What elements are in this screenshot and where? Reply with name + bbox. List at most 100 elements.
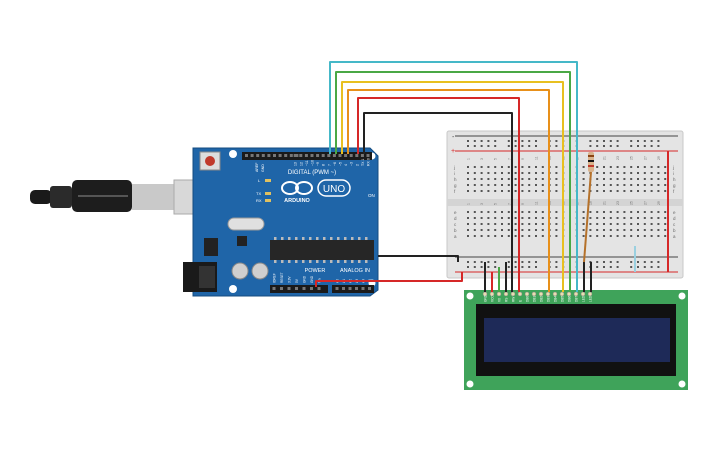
header-pin[interactable] (295, 154, 299, 157)
lcd-pin[interactable] (538, 291, 544, 297)
on-label: ON (368, 193, 375, 198)
header-pin[interactable] (250, 154, 254, 157)
digital-pin[interactable] (344, 154, 348, 157)
lcd-pin[interactable] (580, 291, 586, 297)
digital-pin[interactable] (321, 154, 325, 157)
digital-pin[interactable] (349, 154, 353, 157)
row-letter: a (454, 234, 457, 239)
lcd-pin[interactable] (566, 291, 572, 297)
power-pin[interactable] (272, 287, 276, 290)
usb-cable[interactable] (30, 179, 219, 215)
status-leds: L TX RX (256, 178, 271, 203)
digital-pin[interactable] (366, 154, 370, 157)
digital-pin[interactable] (327, 154, 331, 157)
jumper-wire[interactable] (583, 171, 592, 263)
header-pin[interactable] (289, 154, 293, 157)
analog-pin[interactable] (355, 287, 358, 290)
column-number: 19 (589, 201, 593, 205)
lcd-pin[interactable] (517, 291, 523, 297)
lcd-pin[interactable] (496, 291, 502, 297)
digital-pin[interactable] (332, 154, 336, 157)
digital-pin[interactable] (355, 154, 359, 157)
analog-pin[interactable] (342, 287, 345, 290)
digital-pin-label: 8 (322, 164, 326, 166)
analog-pin[interactable] (368, 287, 371, 290)
lcd-pin-label: E (518, 300, 522, 302)
power-pin[interactable] (287, 287, 291, 290)
lcd-pin[interactable] (573, 291, 579, 297)
lcd-pin[interactable] (531, 291, 537, 297)
wires[interactable] (315, 61, 669, 292)
power-pin-label: RESET (280, 272, 284, 283)
analog-pin[interactable] (335, 287, 339, 290)
lcd-pin[interactable] (552, 291, 558, 297)
lcd-pin[interactable] (524, 291, 530, 297)
power-pin[interactable] (280, 287, 283, 290)
row-letter: f (454, 189, 456, 194)
power-pin[interactable] (295, 287, 298, 290)
digital-pin[interactable] (310, 154, 314, 157)
lcd-pin[interactable] (510, 291, 516, 297)
jumper-wire[interactable] (329, 61, 578, 292)
digital-pin[interactable] (304, 154, 308, 157)
header-pin[interactable] (256, 154, 260, 157)
column-number: 3 (480, 203, 484, 205)
column-number: 11 (535, 201, 539, 205)
lcd-pin-label: DB2 (539, 296, 543, 302)
digital-pin-label: ~11 (305, 160, 309, 166)
header-pin[interactable] (261, 154, 265, 157)
header-pin[interactable] (267, 154, 271, 157)
row-letter: j (672, 165, 674, 170)
column-number: 21 (603, 201, 607, 205)
lcd-pin[interactable] (587, 291, 593, 297)
svg-text:RX: RX (256, 198, 262, 203)
lcd-screen (484, 318, 670, 362)
lcd-pin[interactable] (545, 291, 551, 297)
power-pin[interactable] (302, 287, 306, 290)
power-pin[interactable] (317, 287, 321, 290)
jumper-wire[interactable] (357, 97, 520, 292)
lcd-pin-label: GND (483, 294, 487, 302)
jumper-wire[interactable] (347, 89, 550, 292)
jumper-wire[interactable] (378, 255, 459, 262)
column-number: 27 (643, 156, 647, 160)
digital-pin[interactable] (316, 154, 320, 157)
digital-header-label: DIGITAL (PWM ~) (288, 170, 336, 176)
digital-pin[interactable] (299, 154, 303, 157)
lcd-pin-label: DB5 (560, 296, 564, 302)
row-letter: f (673, 189, 675, 194)
row-letter: j (453, 165, 455, 170)
column-number: 23 (616, 156, 620, 160)
row-letter: i (454, 171, 455, 176)
column-number: 11 (535, 156, 539, 160)
jumper-wire[interactable] (363, 112, 513, 292)
lcd-pin[interactable] (559, 291, 565, 297)
analog-pin[interactable] (348, 287, 352, 290)
jumper-wire[interactable] (341, 81, 564, 292)
header-pin[interactable] (273, 154, 276, 157)
analog-pin[interactable] (361, 287, 365, 290)
digital-pin-label: 4 (344, 164, 348, 166)
lcd-pin-label: DB7 (574, 296, 578, 302)
resistor[interactable] (588, 152, 594, 172)
power-pin[interactable] (310, 287, 313, 290)
gnd-label: GND (261, 164, 265, 172)
digital-pin[interactable] (293, 154, 297, 157)
header-pin[interactable] (245, 154, 248, 157)
lcd-pin[interactable] (503, 291, 509, 297)
column-number: 9 (521, 158, 525, 160)
digital-pin[interactable] (338, 154, 342, 157)
jumper-wire[interactable] (315, 272, 463, 287)
digital-pin-label: ~9 (316, 162, 320, 166)
header-pin[interactable] (278, 154, 282, 157)
jumper-wire[interactable] (335, 71, 571, 292)
digital-pin-label: 2 (355, 164, 359, 166)
header-pin[interactable] (284, 154, 288, 157)
digital-pin[interactable] (360, 154, 364, 157)
power-label: POWER (305, 268, 326, 274)
small-chip (237, 236, 247, 246)
